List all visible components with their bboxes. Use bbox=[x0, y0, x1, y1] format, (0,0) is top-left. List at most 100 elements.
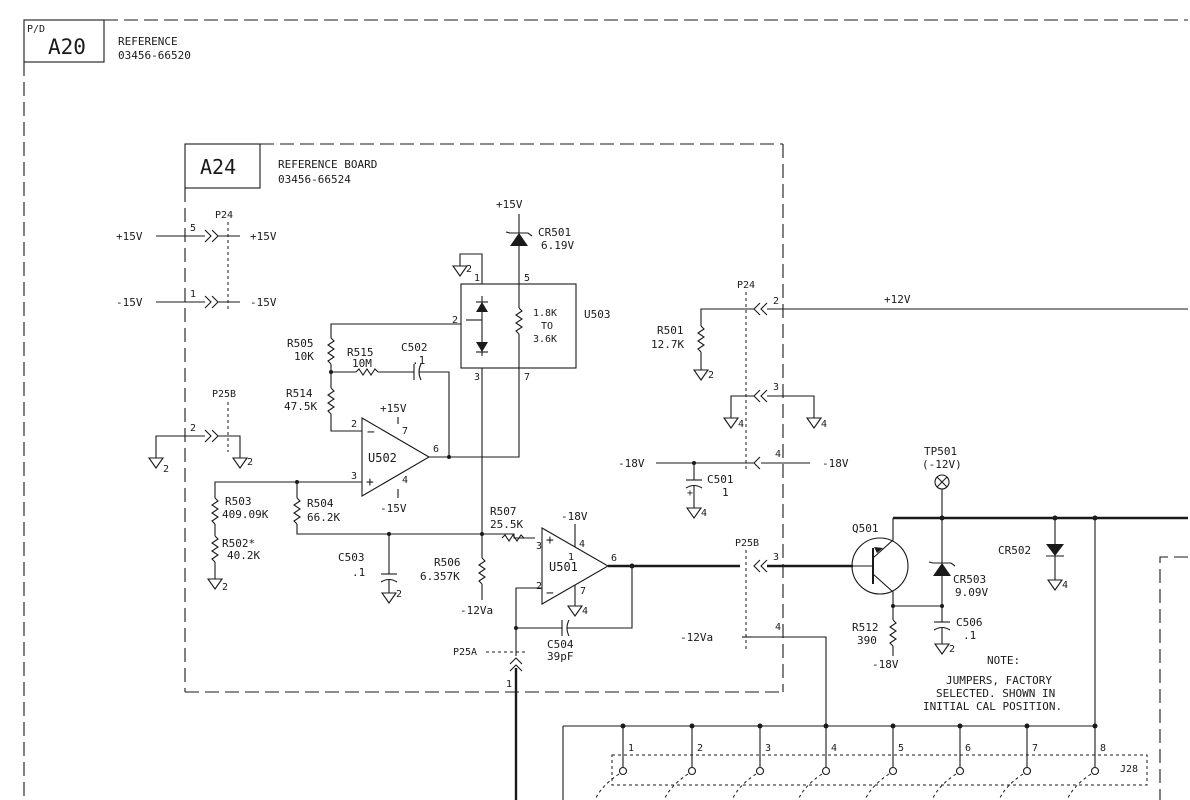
r512-ref: R512 bbox=[852, 621, 879, 634]
p15v-cr501-label: +15V bbox=[496, 198, 523, 211]
c502-value: .1 bbox=[412, 354, 425, 367]
cr503-value: 9.09V bbox=[955, 586, 988, 599]
m15v-input-label: -15V bbox=[116, 296, 143, 309]
r506-ref: R506 bbox=[434, 556, 461, 569]
p25b-left-connector: P25B 2 2 2 bbox=[148, 389, 253, 475]
u502-input-divider: R503 409.09K R502* 40.2K 2 R504 66.2K bbox=[207, 480, 535, 593]
cr502-ref: CR502 bbox=[998, 544, 1031, 557]
u502-ref: U502 bbox=[368, 451, 397, 465]
c501-plus-sign: + bbox=[687, 488, 693, 499]
j28-pin-contact[interactable] bbox=[1090, 766, 1100, 776]
cr503-ref: CR503 bbox=[953, 573, 986, 586]
j28-pin-label: 6 bbox=[965, 743, 971, 754]
m15v-output-label: -15V bbox=[250, 296, 277, 309]
j28-jumper-wire bbox=[931, 773, 957, 800]
p24-pin-5: 5 bbox=[190, 223, 196, 234]
tp501-test-point[interactable]: TP501 (-12V) bbox=[922, 445, 962, 518]
r505-resistor bbox=[327, 337, 335, 365]
c502-ref: C502 bbox=[401, 341, 428, 354]
u502-pin-4: 4 bbox=[402, 475, 408, 486]
p25b-right-connector: P25B 3 -12Va 4 bbox=[680, 538, 853, 726]
p15v-u502-label: +15V bbox=[380, 402, 407, 415]
ground-label-4: 4 bbox=[738, 419, 744, 430]
p24-right-connector: P24 2 +12V R501 12.7K 2 3 4 4 -18V 4 -18… bbox=[618, 280, 1188, 519]
p24-right-label: P24 bbox=[737, 280, 755, 291]
r506-value: 6.357K bbox=[420, 570, 460, 583]
j28-pin-contact[interactable] bbox=[687, 766, 697, 776]
r512-resistor: R512 390 -18V bbox=[852, 604, 899, 671]
a20-assembly: P/D A20 REFERENCE 03456-66520 bbox=[23, 19, 1188, 800]
u501-pin-4: 4 bbox=[579, 539, 585, 550]
p25a-pin-1: 1 bbox=[506, 679, 512, 690]
u501-ref: U501 bbox=[549, 560, 578, 574]
u502-pin-7: 7 bbox=[402, 426, 408, 437]
j28-pin-contact[interactable] bbox=[1022, 766, 1032, 776]
p25b-left-label: P25B bbox=[212, 389, 236, 400]
r506-resistor: R506 6.357K -12Va bbox=[420, 532, 493, 617]
ground-label-4: 4 bbox=[582, 606, 588, 617]
u502-feedback-network: R505 10K R515 10M C502 .1 R514 47.5K bbox=[284, 323, 461, 459]
m18v-right-label: -18V bbox=[822, 457, 849, 470]
ground-label-2: 2 bbox=[466, 264, 472, 275]
u501-pin-2: 2 bbox=[536, 581, 542, 592]
j28-pin-contact[interactable] bbox=[888, 766, 898, 776]
p12v-label: +12V bbox=[884, 293, 911, 306]
r505-ref: R505 bbox=[287, 337, 314, 350]
j28-pin-contact[interactable] bbox=[821, 766, 831, 776]
j28-jumper-wire bbox=[731, 773, 757, 800]
c503-capacitor: 2 C503 .1 bbox=[338, 532, 402, 604]
r502-value: 40.2K bbox=[227, 549, 260, 562]
cr501-value: 6.19V bbox=[541, 239, 574, 252]
j28-jumper-wire bbox=[797, 773, 823, 800]
r505-value: 10K bbox=[294, 350, 314, 363]
r514-ref: R514 bbox=[286, 387, 313, 400]
r514-resistor bbox=[327, 387, 335, 415]
j28-jumper-wire bbox=[998, 773, 1024, 800]
p25b-right-label: P25B bbox=[735, 538, 759, 549]
j28-pin-contact[interactable] bbox=[755, 766, 765, 776]
c501-ref: C501 bbox=[707, 473, 734, 486]
j28-pin-contact[interactable] bbox=[955, 766, 965, 776]
u503-pin-2: 2 bbox=[452, 315, 458, 326]
r507-value: 25.5K bbox=[490, 518, 523, 531]
cr502-diode: CR502 4 bbox=[998, 518, 1068, 591]
note-line-3: INITIAL CAL POSITION. bbox=[923, 700, 1062, 713]
ground-label-2: 2 bbox=[708, 370, 714, 381]
note-title: NOTE: bbox=[987, 654, 1020, 667]
p24-right-pin-3: 3 bbox=[773, 382, 779, 393]
j28-pin-label: 4 bbox=[831, 743, 837, 754]
j28-jumper-block: J28 bbox=[562, 518, 1148, 800]
a24-id-box bbox=[184, 143, 261, 189]
ground-label-2: 2 bbox=[163, 464, 169, 475]
r502-ref: R502* bbox=[222, 537, 255, 550]
u503-ref: U503 bbox=[584, 308, 611, 321]
r504-value: 66.2K bbox=[307, 511, 340, 524]
p25b-right-pin-3: 3 bbox=[773, 552, 779, 563]
u501-pin-3: 3 bbox=[536, 541, 542, 552]
p24-pin-1: 1 bbox=[190, 289, 196, 300]
c506-capacitor: 2 C506 .1 bbox=[893, 604, 983, 655]
m15v-u502-label: -15V bbox=[380, 502, 407, 515]
r501-value: 12.7K bbox=[651, 338, 684, 351]
j28-pin-contact[interactable] bbox=[618, 766, 628, 776]
p15v-input-label: +15V bbox=[116, 230, 143, 243]
r503-value: 409.09K bbox=[222, 508, 269, 521]
r501-resistor bbox=[697, 325, 705, 353]
m18v-r512-label: -18V bbox=[872, 658, 899, 671]
c506-ref: C506 bbox=[956, 616, 983, 629]
ground-label-2: 2 bbox=[222, 582, 228, 593]
u501-pin-6: 6 bbox=[611, 553, 617, 564]
u503-reference: U503 1.8K TO 3.6K 1 5 2 3 7 2 bbox=[450, 253, 611, 534]
p25a-label: P25A bbox=[453, 647, 477, 658]
u501-inverting-sign: − bbox=[546, 586, 554, 601]
c503-value: .1 bbox=[352, 566, 365, 579]
note-line-2: SELECTED. SHOWN IN bbox=[936, 687, 1055, 700]
u503-pin-5: 5 bbox=[524, 273, 530, 284]
j28-jumper-wire bbox=[1066, 773, 1092, 800]
ground-label-4: 4 bbox=[1062, 580, 1068, 591]
u503-pin-7: 7 bbox=[524, 372, 530, 383]
a24-id: A24 bbox=[200, 155, 236, 179]
u502-pin-6: 6 bbox=[433, 444, 439, 455]
a24-title: REFERENCE BOARD bbox=[278, 158, 377, 171]
